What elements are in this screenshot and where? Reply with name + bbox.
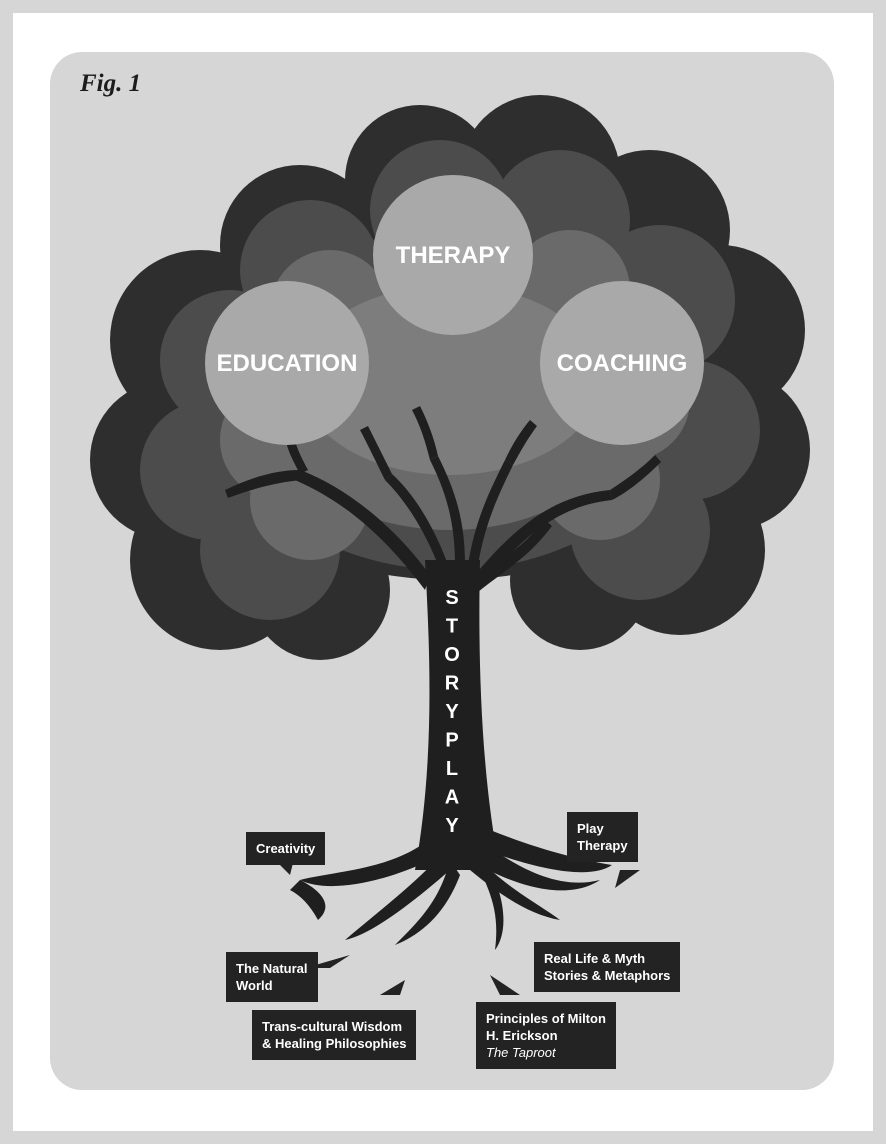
trunk-letter: O <box>444 644 460 666</box>
callout-play-therapy-line-2: Therapy <box>577 838 628 853</box>
figure-label: Fig. 1 <box>80 70 142 97</box>
callout-play-therapy-line-1: Play <box>577 821 604 836</box>
callout-real-life-line-1: Real Life & Myth <box>544 951 646 966</box>
callout-erickson-line-2: H. Erickson <box>486 1028 558 1043</box>
trunk-letter: P <box>445 730 458 752</box>
callout-trans-cultural: Trans-cultural Wisdom & Healing Philosop… <box>252 1010 417 1060</box>
circle-therapy: THERAPY <box>373 175 533 335</box>
circle-education: EDUCATION <box>205 281 369 445</box>
callout-erickson: Principles of Milton H. Erickson The Tap… <box>476 1002 616 1069</box>
trunk-letter: A <box>445 787 459 809</box>
callout-play-therapy: Play Therapy <box>567 812 638 862</box>
circle-therapy-label: THERAPY <box>396 242 511 269</box>
callout-creativity: Creativity <box>246 832 326 865</box>
trunk-letter: T <box>446 616 458 638</box>
trunk-letter: S <box>445 587 458 609</box>
callout-erickson-line-1: Principles of Milton <box>486 1011 606 1026</box>
callout-erickson-italic: The Taproot <box>486 1045 556 1060</box>
trunk-letter: R <box>445 673 460 695</box>
circle-education-label: EDUCATION <box>217 350 358 377</box>
trunk-letter: Y <box>445 701 459 723</box>
callout-natural-world-line-2: World <box>236 978 273 993</box>
trunk-letter: L <box>446 758 458 780</box>
callout-creativity-line-1: Creativity <box>256 841 316 856</box>
callout-real-life-line-2: Stories & Metaphors <box>544 968 671 983</box>
callout-trans-cultural-line-1: Trans-cultural Wisdom <box>262 1019 403 1034</box>
callout-trans-cultural-line-2: & Healing Philosophies <box>262 1036 407 1051</box>
callout-natural-world: The Natural World <box>226 952 318 1002</box>
circle-coaching-label: COACHING <box>557 350 688 377</box>
circle-coaching: COACHING <box>540 281 704 445</box>
callout-natural-world-line-1: The Natural <box>236 961 308 976</box>
trunk-letter: Y <box>445 815 459 837</box>
callout-real-life: Real Life & Myth Stories & Metaphors <box>534 942 681 992</box>
